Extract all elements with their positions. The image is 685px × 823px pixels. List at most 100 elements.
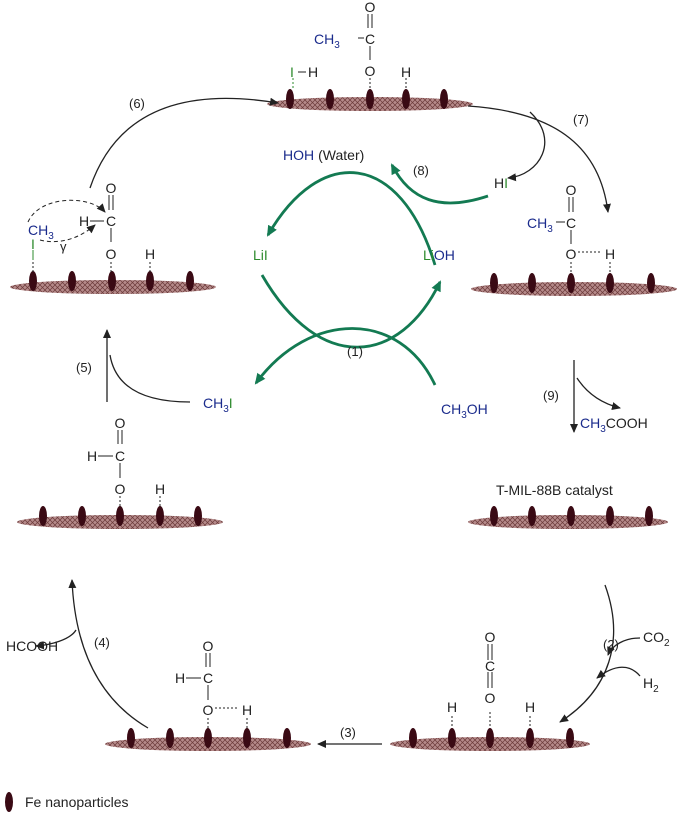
fe-particle: [490, 506, 498, 526]
catalyst-label: T-MIL-88B catalyst: [496, 482, 613, 498]
arrow-acetic-out: [576, 377, 621, 410]
arrow-branch-hi: [507, 111, 546, 182]
fe-particle: [402, 89, 410, 109]
atom-o: O: [365, 63, 376, 79]
fe-particle: [486, 728, 494, 748]
co2-label: CO2: [643, 629, 670, 649]
lii-label: LiI: [253, 247, 268, 263]
atom-c: C: [566, 215, 576, 231]
cycle-arc-bottom-left: [254, 327, 437, 386]
atom-h: H: [155, 481, 165, 497]
arrow-co2-in: [607, 637, 641, 656]
fe-particle: [448, 728, 456, 748]
black-arrows: [35, 97, 641, 748]
atom-h: H: [87, 448, 97, 464]
fe-particle: [146, 271, 154, 291]
atom-c: C: [365, 31, 375, 47]
right-upper-adsorbates: [556, 197, 611, 272]
left-middle-adsorbates: [98, 430, 161, 506]
top-adsorbates: [292, 14, 407, 88]
atom-o: O: [115, 415, 126, 431]
atom-c: C: [115, 448, 125, 464]
step-9-label: (9): [543, 388, 559, 403]
arrow-step-6: [89, 97, 279, 189]
atom-h: H: [447, 699, 457, 715]
cycle-arc-top: [266, 171, 437, 266]
ch3i-label: CH3I: [203, 395, 233, 415]
atom-h: H: [175, 670, 185, 686]
atom-c: C: [106, 213, 116, 229]
step-4-label: (4): [94, 635, 110, 650]
fe-particle: [647, 273, 655, 293]
atom-h: H: [605, 246, 615, 262]
atom-o: O: [566, 182, 577, 198]
step-6-label: (6): [129, 96, 145, 111]
fe-particle: [243, 728, 251, 748]
atom-o: O: [106, 246, 117, 262]
bottom-left-adsorbates: [186, 653, 248, 728]
gamma-label: γ: [60, 239, 67, 254]
surface-left-upper: [10, 271, 216, 294]
ch3-group: CH3: [314, 31, 340, 51]
fe-particle: [566, 728, 574, 748]
cycle-arc-water: [390, 163, 489, 205]
fe-particle: [326, 89, 334, 109]
fe-particle: [606, 273, 614, 293]
step-3-label: (3): [340, 725, 356, 740]
fe-particle: [68, 271, 76, 291]
atom-h: H: [242, 702, 252, 718]
surface-bottom-left: [105, 728, 311, 751]
atom-o: O: [106, 180, 117, 196]
atom-o: O: [203, 638, 214, 654]
legend: Fe nanoparticles: [5, 792, 129, 812]
legend-fe-label: Fe nanoparticles: [25, 794, 129, 810]
fe-particle: [526, 728, 534, 748]
atom-o: O: [485, 629, 496, 645]
fe-particle: [490, 273, 498, 293]
fe-particle: [366, 89, 374, 109]
ch3-group: CH3: [527, 215, 553, 235]
atom-h: H: [145, 246, 155, 262]
green-cycle: [254, 163, 489, 386]
fe-particle: [567, 506, 575, 526]
fe-particle: [116, 506, 124, 526]
hcooh-label: HCOOH: [6, 638, 58, 654]
fe-particle: [286, 89, 294, 109]
ch3oh-label: CH3OH: [441, 401, 488, 421]
surface-bottom-right: [390, 728, 590, 751]
step-2-label: (2): [603, 637, 619, 652]
fe-particle: [156, 506, 164, 526]
cycle-arc-bottom-right: [260, 274, 442, 349]
atom-c: C: [203, 670, 213, 686]
fe-particle: [606, 506, 614, 526]
hi-label: HI: [494, 175, 508, 191]
fe-particle: [78, 506, 86, 526]
surface-right-upper: [471, 273, 677, 296]
atom-h: H: [308, 64, 318, 80]
step-1-label: (1): [347, 344, 363, 359]
atom-h: H: [525, 699, 535, 715]
fe-particle: [440, 89, 448, 109]
atom-i: I: [290, 64, 294, 80]
fe-particle: [204, 728, 212, 748]
surface-left-middle: [17, 506, 223, 529]
atom-o: O: [485, 690, 496, 706]
atom-o: O: [203, 702, 214, 718]
fe-particle: [645, 506, 653, 526]
fe-particle: [186, 271, 194, 291]
arrow-step-7: [467, 105, 611, 213]
atom-o: O: [365, 0, 376, 15]
fe-particle: [108, 271, 116, 291]
atom-i: I: [31, 236, 35, 252]
surface-catalyst: [468, 506, 668, 529]
water-label: HOH(Water): [283, 147, 364, 163]
step-7-label: (7): [573, 112, 589, 127]
fe-particle: [29, 271, 37, 291]
h2-label: H2: [643, 675, 659, 695]
fe-particle: [166, 728, 174, 748]
arrow-ch3i-in: [109, 354, 191, 403]
arrow-hcooh-out: [35, 629, 77, 650]
step-8-label: (8): [413, 163, 429, 178]
